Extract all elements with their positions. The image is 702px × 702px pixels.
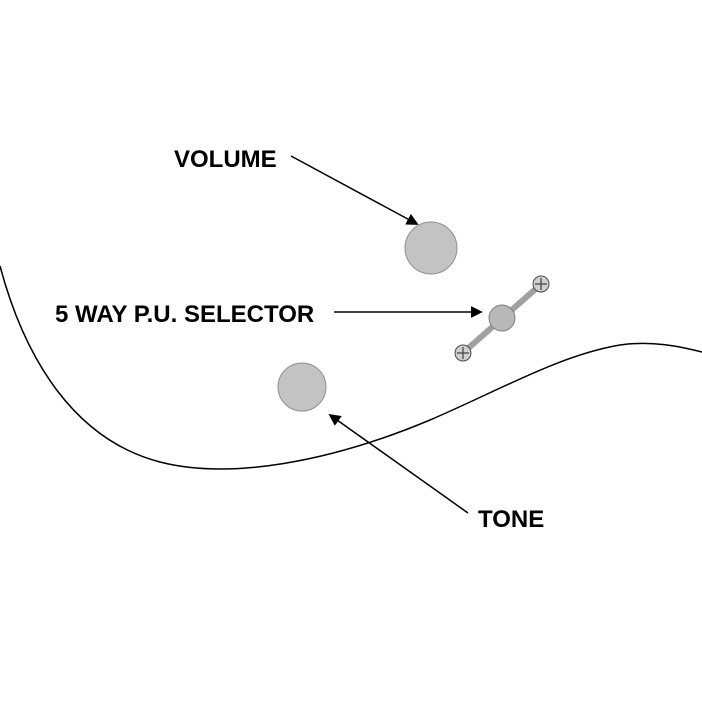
- selector-knob: [488, 304, 516, 332]
- volume-pointer-line: [290, 155, 419, 225]
- tone-pointer-line: [328, 413, 469, 514]
- selector-screw-bottom: [454, 344, 472, 362]
- selector-label: 5 WAY P.U. SELECTOR: [55, 301, 314, 328]
- tone-label: TONE: [478, 506, 544, 533]
- volume-knob: [404, 221, 458, 275]
- tone-knob: [277, 362, 327, 412]
- volume-label: VOLUME: [174, 146, 277, 173]
- selector-screw-top: [532, 275, 550, 293]
- pickup-selector-switch: [454, 275, 550, 362]
